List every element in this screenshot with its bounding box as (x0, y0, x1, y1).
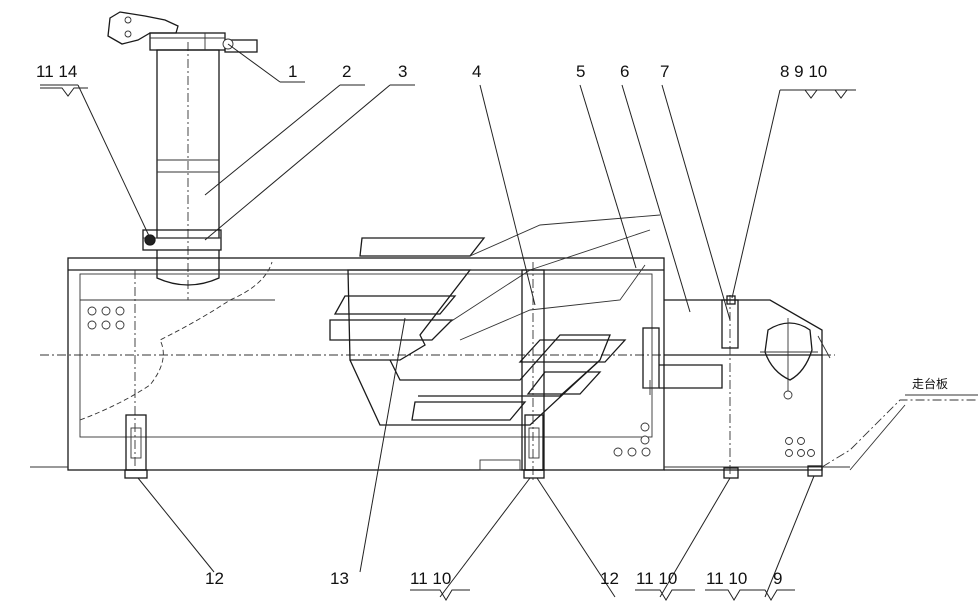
main-housing (30, 257, 850, 471)
intake-pipe (142, 32, 258, 300)
callout-labels: 1 2 3 4 5 6 7 11 14 8 9 10 12 13 11 10 1… (36, 62, 948, 588)
callout-13: 13 (330, 569, 349, 588)
callout-8-9-10: 8 9 10 (780, 62, 827, 81)
callout-7: 7 (660, 62, 669, 81)
callout-6: 6 (620, 62, 629, 81)
callout-1: 1 (288, 62, 297, 81)
walkway-line (821, 394, 978, 471)
callout-12-right: 12 (600, 569, 619, 588)
callout-11-10-a: 11 10 (410, 569, 451, 588)
walkway-label: 走台板 (912, 376, 948, 391)
support-bracket-center (521, 262, 545, 480)
vent-holes-right (613, 422, 651, 457)
support-bracket-left (124, 270, 148, 479)
callout-11-10-c: 11 10 (706, 569, 747, 588)
callout-11-10-b: 11 10 (636, 569, 677, 588)
callout-2: 2 (342, 62, 351, 81)
callout-9: 9 (773, 569, 782, 588)
vent-holes-left (87, 306, 125, 330)
callout-3: 3 (398, 62, 407, 81)
extension-box (642, 295, 823, 479)
chevron-plates (329, 214, 661, 426)
callout-baselines (40, 87, 856, 601)
callout-4: 4 (472, 62, 481, 81)
fan-hub (760, 318, 831, 477)
callout-11-14: 11 14 (36, 62, 77, 81)
callout-12-left: 12 (205, 569, 224, 588)
leader-lines (40, 43, 850, 598)
callout-5: 5 (576, 62, 585, 81)
lever-handle (107, 11, 234, 246)
